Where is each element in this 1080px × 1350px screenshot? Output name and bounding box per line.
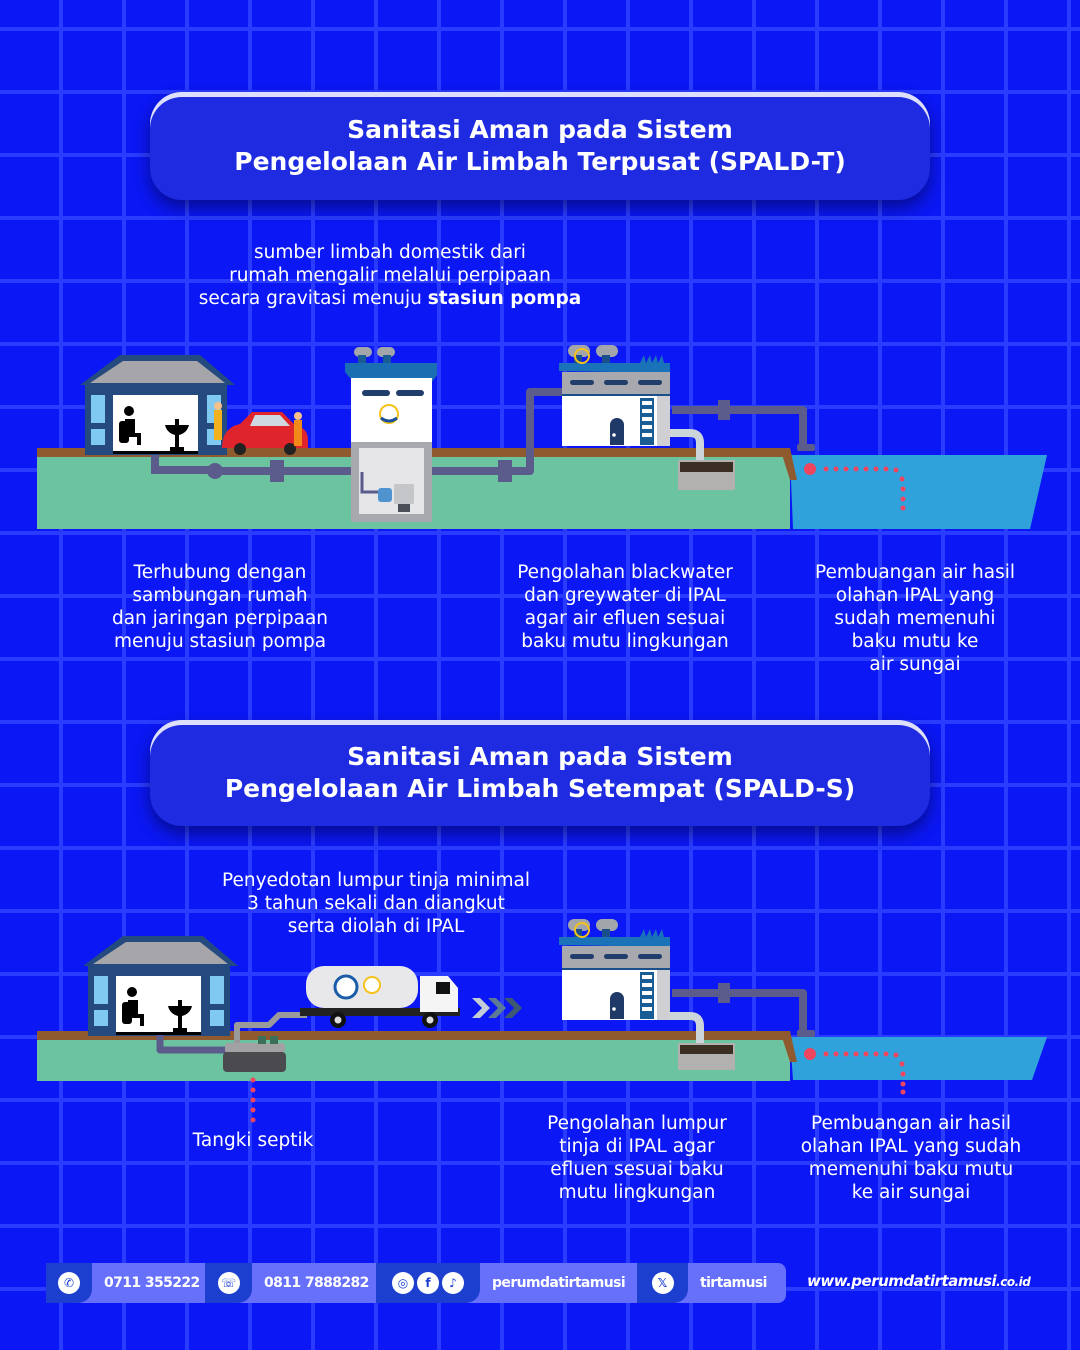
x-icon[interactable]: 𝕏 [651, 1272, 674, 1294]
social-handle[interactable]: perumdatirtamusi [492, 1275, 626, 1291]
discharge-path [804, 1048, 906, 1095]
caption-line: efluen sesuai baku [550, 1159, 724, 1180]
spald-s-ground [37, 1031, 1047, 1081]
social-icons-box: ◎ f ♪ [376, 1263, 480, 1303]
caption-line: dan greywater di IPAL [524, 585, 726, 606]
website-link[interactable]: www.perumdatirtamusi.co.id [807, 1272, 1031, 1290]
caption-line: tinja di IPAL agar [559, 1136, 715, 1157]
x-handle[interactable]: tirtamusi [700, 1275, 767, 1291]
sludge-tank-icon [678, 1043, 735, 1070]
caption-line: sambungan rumah [132, 585, 308, 606]
caption-line: Pengolahan lumpur [547, 1113, 727, 1134]
spald-s-title-line2: Pengelolaan Air Limbah Setempat (SPALD-S… [224, 774, 856, 803]
phone-icon-box: ✆ [46, 1263, 92, 1303]
spald-t-top-caption: sumber limbah domestik dari rumah mengal… [199, 241, 581, 310]
caption-bold: stasiun pompa [427, 288, 582, 309]
spald-s-title-line1: Sanitasi Aman pada Sistem [347, 742, 733, 771]
spald-t-title-line1: Sanitasi Aman pada Sistem [347, 115, 733, 144]
septic-tank-label: Tangki septik [193, 1129, 314, 1152]
sludge-pipe [670, 429, 704, 465]
caption-line: Pengolahan blackwater [517, 562, 733, 583]
caption-line: ke air sungai [851, 1182, 971, 1203]
caption-line: olahan IPAL yang [835, 585, 995, 606]
car-wash-icon [214, 402, 308, 455]
caption-river-discharge: Pembuangan air hasil olahan IPAL yang su… [815, 561, 1015, 676]
whatsapp-icon-box: ☏ [205, 1263, 252, 1303]
x-icon-box: 𝕏 [637, 1263, 688, 1303]
sludge-tank-icon [678, 460, 735, 490]
caption-line: dan jaringan perpipaan [111, 608, 329, 629]
caption-line: olahan IPAL yang sudah [800, 1136, 1022, 1157]
tiktok-icon[interactable]: ♪ [442, 1272, 464, 1294]
caption-line: mutu lingkungan [558, 1182, 716, 1203]
whatsapp-icon: ☏ [217, 1272, 240, 1294]
caption-line: baku mutu lingkungan [521, 631, 729, 652]
contact-footer: ✆ 0711 355222 ☏ 0811 7888282 ◎ f ♪ perum… [46, 1263, 786, 1303]
caption-line: Terhubung dengan [133, 562, 307, 583]
ipal-building-icon [558, 918, 671, 1021]
facebook-icon[interactable]: f [417, 1272, 439, 1294]
ipal-building-icon [558, 344, 671, 447]
phone-number[interactable]: 0711 355222 [104, 1275, 200, 1291]
spald-t-title-line2: Pengelolaan Air Limbah Terpusat (SPALD-T… [234, 147, 846, 176]
caption-line: menuju stasiun pompa [113, 631, 327, 652]
septic-tank-icon [223, 1036, 286, 1072]
caption-ipal-treatment: Pengolahan blackwater dan greywater di I… [517, 561, 733, 653]
spald-t-ground [37, 448, 1047, 529]
caption-river-discharge: Pembuangan air hasil olahan IPAL yang su… [801, 1112, 1022, 1204]
spald-t-title-box: Sanitasi Aman pada Sistem Pengelolaan Ai… [150, 92, 930, 200]
website-main: www.perumdatirtamusi [807, 1272, 997, 1290]
website-tld: .co.id [996, 1275, 1031, 1289]
whatsapp-number[interactable]: 0811 7888282 [264, 1275, 369, 1291]
house-icon [80, 355, 235, 455]
caption-line: agar air efluen sesuai [524, 608, 726, 629]
pump-station-icon [345, 347, 437, 522]
phone-icon: ✆ [58, 1272, 80, 1294]
caption-line: Tangki septik [192, 1130, 314, 1151]
caption-line: baku mutu ke [851, 631, 979, 652]
arrow-chevrons-icon [472, 998, 522, 1018]
caption-line: Penyedotan lumpur tinja minimal [221, 870, 531, 891]
caption-line: sumber limbah domestik dari [254, 242, 526, 263]
caption-line: air sungai [869, 654, 961, 675]
instagram-icon[interactable]: ◎ [392, 1272, 414, 1294]
caption-line: serta diolah di IPAL [287, 916, 465, 937]
caption-line: 3 tahun sekali dan diangkut [247, 893, 505, 914]
caption-line: Pembuangan air hasil [810, 1113, 1012, 1134]
caption-prefix: secara gravitasi menuju [198, 288, 428, 309]
septic-truck-icon [300, 966, 460, 1028]
septic-leader-dots [250, 1077, 256, 1123]
caption-line: memenuhi baku mutu [808, 1159, 1014, 1180]
caption-line: secara gravitasi menuju stasiun pompa [199, 287, 581, 310]
suction-hose [234, 1012, 307, 1043]
caption-line: Pembuangan air hasil [814, 562, 1016, 583]
house-icon [83, 936, 238, 1036]
discharge-path [804, 463, 906, 511]
caption-line: rumah mengalir melalui perpipaan [229, 265, 551, 286]
caption-house-connection: Terhubung dengan sambungan rumah dan jar… [112, 561, 328, 653]
caption-line: sudah memenuhi [834, 608, 996, 629]
spald-s-title-box: Sanitasi Aman pada Sistem Pengelolaan Ai… [150, 720, 930, 826]
spald-s-top-caption: Penyedotan lumpur tinja minimal 3 tahun … [222, 869, 530, 938]
caption-sludge-treatment: Pengolahan lumpur tinja di IPAL agar efl… [547, 1112, 727, 1204]
